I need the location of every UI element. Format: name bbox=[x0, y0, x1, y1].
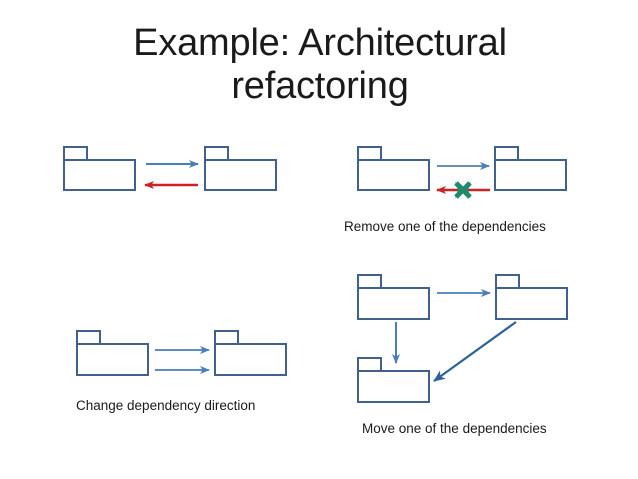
remove-dependency-diagram bbox=[357, 146, 567, 199]
package-right bbox=[214, 330, 287, 376]
package-left bbox=[357, 146, 430, 191]
package-right bbox=[204, 146, 277, 191]
change-dependency-direction-diagram bbox=[76, 330, 287, 376]
page-title: Example: Architectural refactoring bbox=[133, 22, 507, 107]
package-right bbox=[494, 146, 567, 191]
package-top-right bbox=[495, 274, 568, 320]
package-top-left bbox=[357, 274, 430, 320]
move-dependency-diagram bbox=[357, 274, 568, 403]
caption-remove-dependency: Remove one of the dependencies bbox=[344, 219, 546, 234]
original-dependencies-diagram bbox=[63, 146, 277, 191]
arrow-diagonal-blue bbox=[433, 321, 517, 382]
caption-move-dependency: Move one of the dependencies bbox=[362, 421, 547, 436]
cross-mark-icon bbox=[454, 181, 472, 199]
package-bottom-left bbox=[357, 357, 430, 403]
package-left bbox=[76, 330, 149, 376]
caption-change-direction: Change dependency direction bbox=[76, 398, 256, 413]
package-left bbox=[63, 146, 136, 191]
